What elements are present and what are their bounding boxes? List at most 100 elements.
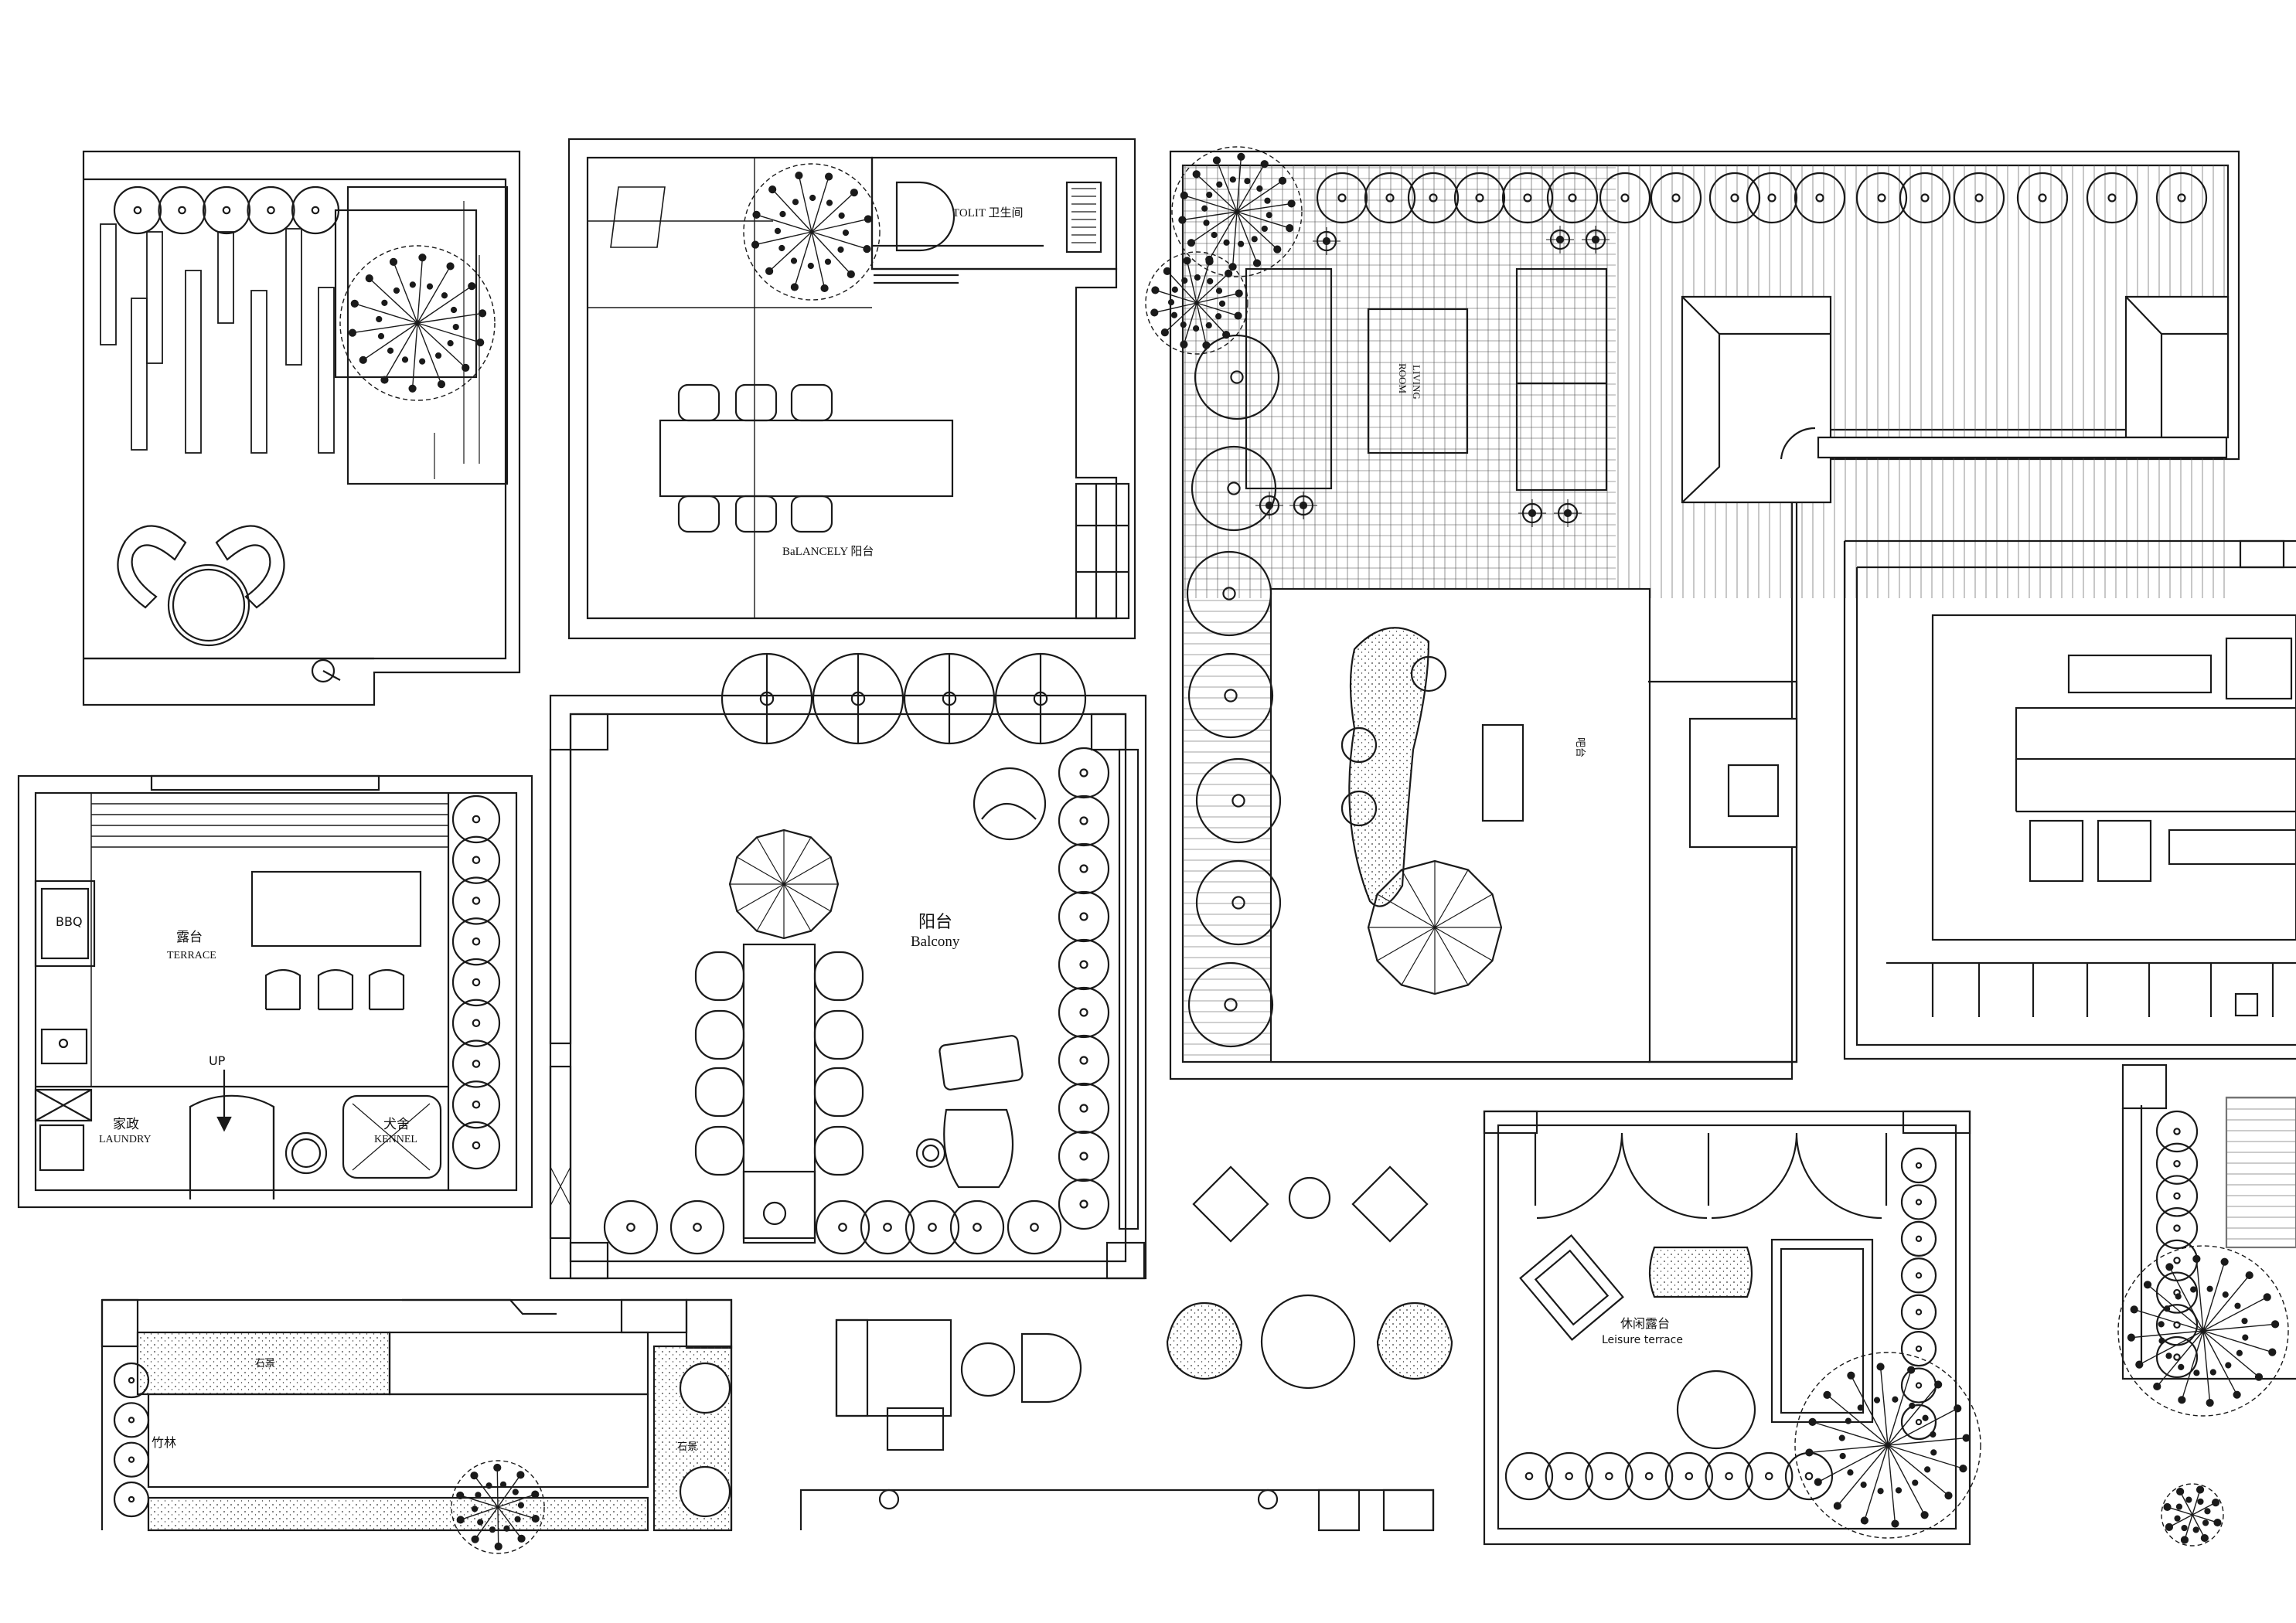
potted-plant-icon: [451, 958, 501, 1007]
balcony-small-label: BaLANCELY 阳台: [782, 545, 874, 558]
potted-plant-icon: [1900, 1331, 1937, 1367]
potted-plant-icon: [451, 917, 501, 966]
dining-chairs: [677, 383, 833, 533]
potted-plant-icon: [2155, 1207, 2199, 1250]
potted-plant-icon: [451, 1039, 501, 1088]
potted-plant-icon: [2155, 1175, 2199, 1217]
tree-icon: [2117, 1245, 2289, 1417]
potted-plant-icon: [1194, 334, 1280, 420]
terrace-label-cn: 露台: [176, 930, 203, 945]
potted-plant-icon: [1058, 1082, 1110, 1135]
potted-plant-icon: [860, 1199, 915, 1255]
potted-plant-icon: [1855, 172, 1908, 224]
panel-leisure-terrace: [1483, 1110, 1971, 1546]
potted-plant-icon: [1585, 1451, 1633, 1501]
potted-plant-icon: [2016, 172, 2069, 224]
potted-plant-icon: [1746, 172, 1798, 224]
laundry-label-cn: 家政: [113, 1117, 139, 1132]
panel-right-partial: [1843, 539, 2296, 1380]
potted-plant-icon: [1900, 1184, 1937, 1220]
laundry-label-en: LAUNDRY: [99, 1134, 152, 1145]
potted-plant-icon: [1625, 1451, 1674, 1501]
furniture-samples: [835, 1165, 1453, 1451]
tree-icon: [1794, 1352, 1981, 1539]
chair-icon: [813, 1125, 864, 1176]
potted-plant-icon: [1058, 986, 1110, 1039]
potted-plant-icon: [291, 185, 340, 235]
potted-plant-icon: [1504, 1451, 1554, 1501]
tree-icon: [743, 163, 881, 301]
chair-icon: [368, 968, 405, 1011]
planter-beds: [100, 223, 335, 454]
spotlight-icon: [1289, 492, 1317, 519]
potted-plant-icon: [1058, 842, 1110, 895]
potted-plant-icon: [1191, 445, 1277, 532]
potted-plant-icon: [1900, 1294, 1937, 1330]
potted-plant-icon: [451, 835, 501, 884]
spotlight-icon: [1554, 499, 1582, 527]
tree-icon: [1145, 251, 1248, 355]
chair-icon: [694, 951, 745, 1002]
bbq-label: BBQ: [56, 914, 83, 929]
up-label: UP: [209, 1053, 226, 1068]
potted-plant-column: [1058, 747, 1110, 1230]
potted-plant-icon: [113, 185, 162, 235]
potted-plant-icon: [1545, 1451, 1593, 1501]
potted-plant-icon: [1058, 938, 1110, 991]
parasol-icon: [903, 652, 996, 745]
spotlight-icon: [1313, 227, 1340, 255]
tree-icon: [339, 245, 496, 401]
potted-plant-column: [451, 794, 501, 1170]
terrace-table: [250, 870, 422, 948]
long-table: [742, 943, 816, 1240]
potted-plant-icon: [1364, 172, 1416, 224]
spotlight-icon: [1518, 499, 1546, 527]
umbrella-icon: [1367, 859, 1503, 995]
potted-plant-icon: [1407, 172, 1460, 224]
potted-plant-icon: [1546, 172, 1599, 224]
chair-icon: [677, 383, 720, 422]
kennel-label-cn: 犬舍: [383, 1117, 410, 1132]
toilet-label: TOLIT 卫生间: [952, 206, 1024, 219]
potted-plant-icon: [1953, 172, 2005, 224]
spotlights: [1255, 226, 1610, 527]
potted-plant-icon: [1705, 1451, 1753, 1501]
potted-plant-icon: [1186, 550, 1272, 637]
bamboo-label: 竹林: [152, 1435, 176, 1450]
vertical-tag: 吧台: [1575, 737, 1586, 757]
potted-plant-icon: [2155, 1110, 2199, 1153]
potted-plant-icon: [815, 1199, 870, 1255]
potted-plant-icon: [113, 1441, 150, 1478]
living-room-label: LIVING: [1411, 365, 1422, 400]
parasol-icon: [720, 652, 813, 745]
terrace-label-en: TERRACE: [167, 950, 216, 961]
potted-plant-icon: [1187, 652, 1274, 739]
lounge-set: [117, 525, 285, 647]
dining-table: [659, 419, 954, 498]
potted-plant-icon: [904, 1199, 960, 1255]
potted-plant-icon: [1501, 172, 1554, 224]
potted-plant-icon: [1745, 1451, 1794, 1501]
panel-bamboo-garden: [100, 1298, 733, 1532]
panel-balcony: [549, 652, 1147, 1280]
potted-plant-icon: [2155, 1335, 2199, 1379]
chair-icon: [694, 1067, 745, 1118]
parasol-icon: [994, 652, 1087, 745]
kennel-label-en: KENNEL: [374, 1134, 417, 1145]
potted-plant-icon: [1058, 1130, 1110, 1182]
chair-icon: [694, 1009, 745, 1060]
chair-icon: [264, 968, 301, 1011]
potted-plant-row: [1504, 1451, 1834, 1501]
potted-plant-icon: [113, 1481, 150, 1518]
panel-bottom-strip: [799, 1489, 1435, 1532]
potted-plant-icon: [451, 999, 501, 1047]
potted-plant-icon: [1195, 757, 1282, 844]
potted-plant-icon: [1007, 1199, 1062, 1255]
potted-plant-icon: [669, 1199, 725, 1255]
potted-plant-icon: [1058, 794, 1110, 847]
balcony-label-en: Balcony: [911, 934, 960, 950]
living-room-label-2: ROOM: [1397, 363, 1409, 393]
potted-plant-icon: [1058, 747, 1110, 799]
tree-icon: [2161, 1483, 2224, 1546]
